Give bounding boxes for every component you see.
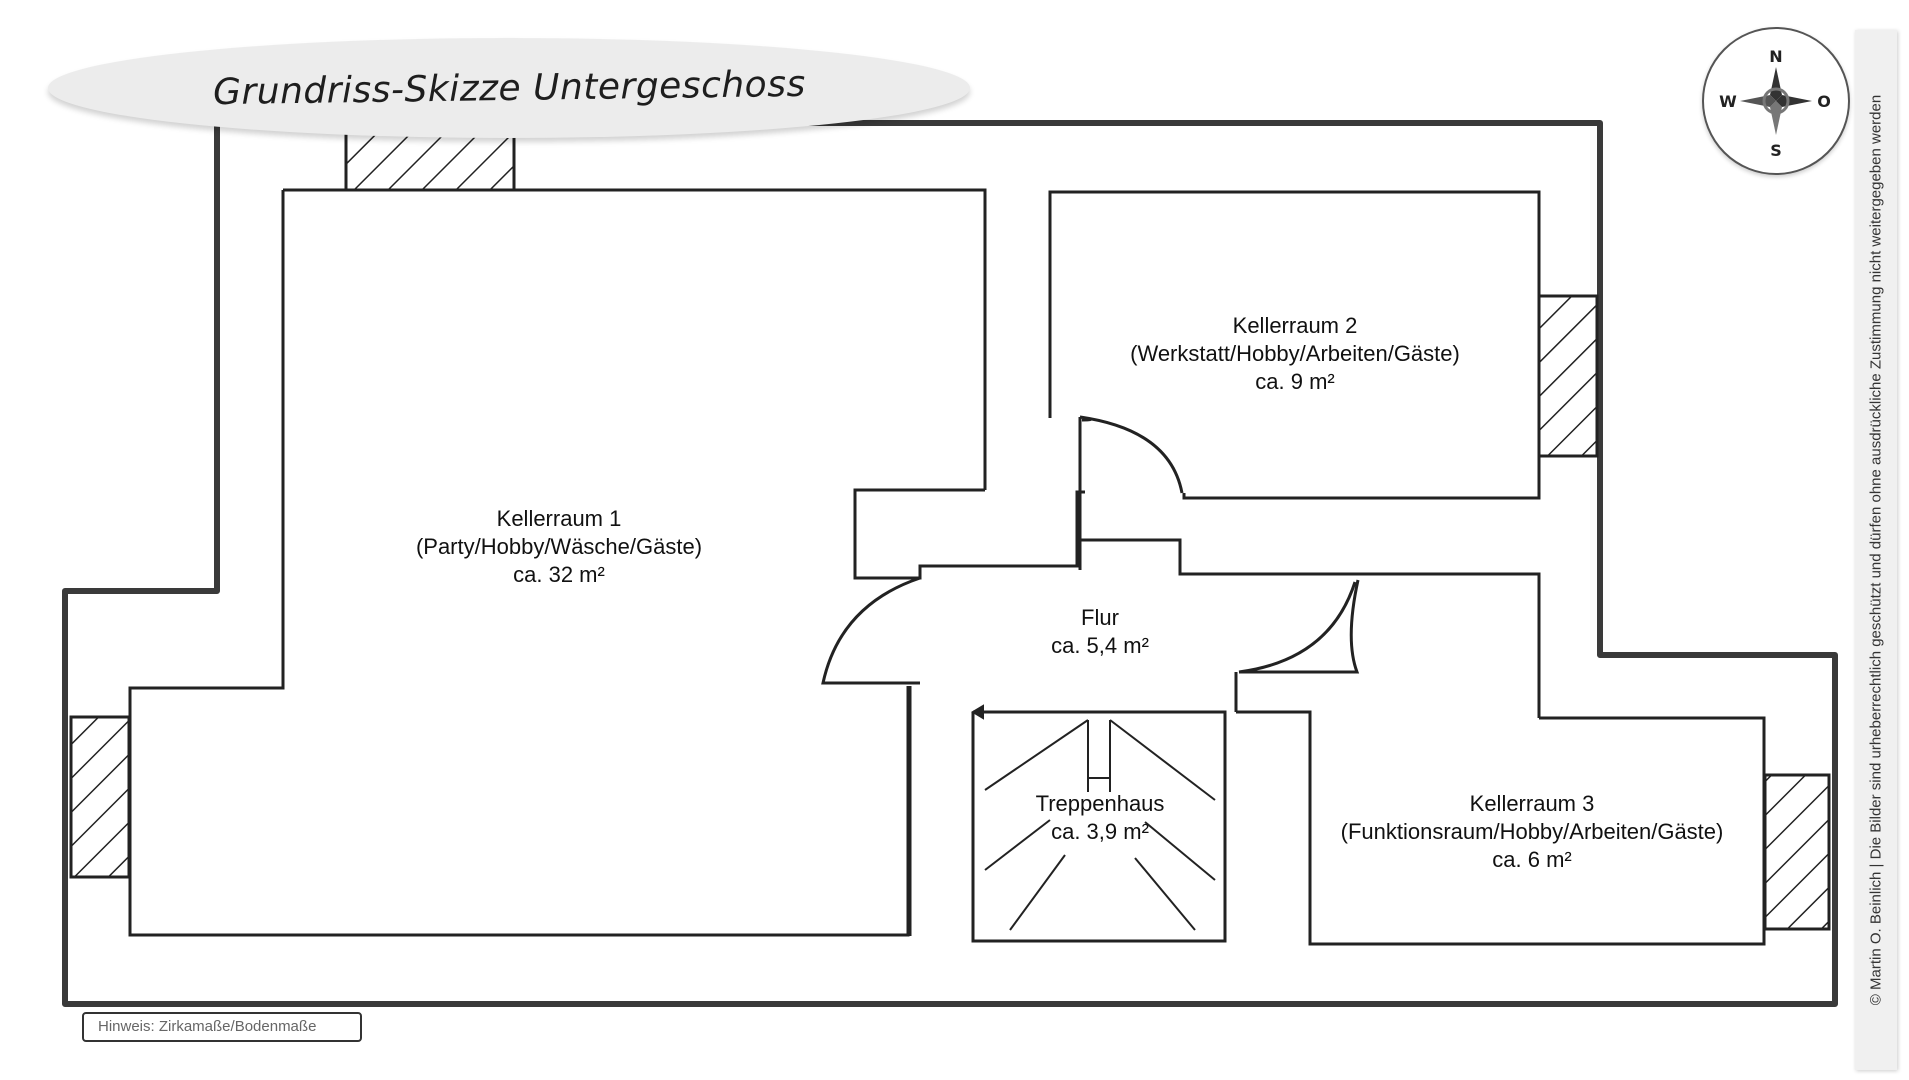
outer-wall	[62, 120, 1838, 1007]
room-area: ca. 6 m²	[1492, 847, 1572, 872]
room-name: Kellerraum 1	[496, 506, 622, 531]
door-keller3	[1238, 579, 1360, 674]
room-use: (Party/Hobby/Wäsche/Gäste)	[415, 534, 703, 559]
room-name: Kellerraum 3	[1469, 791, 1595, 816]
room-name: Flur	[1081, 605, 1119, 630]
room-outline-keller1	[283, 188, 987, 490]
room-use: (Werkstatt/Hobby/Arbeiten/Gäste)	[1130, 341, 1460, 366]
copyright-text: © Martin O. Beinlich | Die Bilder sind u…	[1867, 94, 1885, 1006]
room-label-treppenhaus: Treppenhaus ca. 3,9 m²	[1015, 790, 1185, 846]
compass: N S W O	[1702, 27, 1850, 175]
door-keller1	[821, 576, 921, 685]
room-area: ca. 3,9 m²	[1051, 819, 1149, 844]
window-keller1-left	[69, 715, 131, 879]
window-keller1-top	[344, 128, 516, 192]
room-area: ca. 32 m²	[513, 562, 605, 587]
wall-block-keller2-keller3	[1078, 538, 1541, 718]
room-label-keller1: Kellerraum 1 (Party/Hobby/Wäsche/Gäste) …	[406, 505, 712, 589]
compass-rose-icon	[1740, 67, 1812, 135]
measurement-note: Hinweis: Zirkamaße/Bodenmaße	[82, 1012, 362, 1042]
room-area: ca. 5,4 m²	[1051, 633, 1149, 658]
stairs-arrow	[971, 704, 1216, 931]
window-keller3	[1763, 773, 1831, 931]
window-keller2	[1537, 294, 1599, 458]
wall-block-keller1-flur	[853, 488, 1085, 580]
room-name: Kellerraum 2	[1232, 313, 1358, 338]
door-keller2	[1078, 415, 1184, 570]
room-use: (Funktionsraum/Hobby/Arbeiten/Gäste)	[1340, 819, 1724, 844]
room-label-keller2: Kellerraum 2 (Werkstatt/Hobby/Arbeiten/G…	[1110, 312, 1480, 396]
page-title: Grundriss-Skizze Untergeschoss	[212, 63, 806, 113]
room-label-keller3: Kellerraum 3 (Funktionsraum/Hobby/Arbeit…	[1322, 790, 1742, 874]
room-name: Treppenhaus	[1035, 791, 1165, 816]
room-outline-keller3	[1236, 710, 1766, 946]
room-label-flur: Flur ca. 5,4 m²	[1030, 604, 1170, 660]
compass-south: S	[1770, 141, 1782, 160]
compass-west: W	[1719, 92, 1737, 111]
compass-east: O	[1817, 92, 1831, 111]
room-outline-treppenhaus	[971, 710, 1227, 943]
compass-north: N	[1769, 47, 1783, 66]
title-banner: Grundriss-Skizze Untergeschoss	[48, 38, 970, 138]
room-area: ca. 9 m²	[1255, 369, 1335, 394]
copyright-bar: © Martin O. Beinlich | Die Bilder sind u…	[1855, 30, 1897, 1070]
